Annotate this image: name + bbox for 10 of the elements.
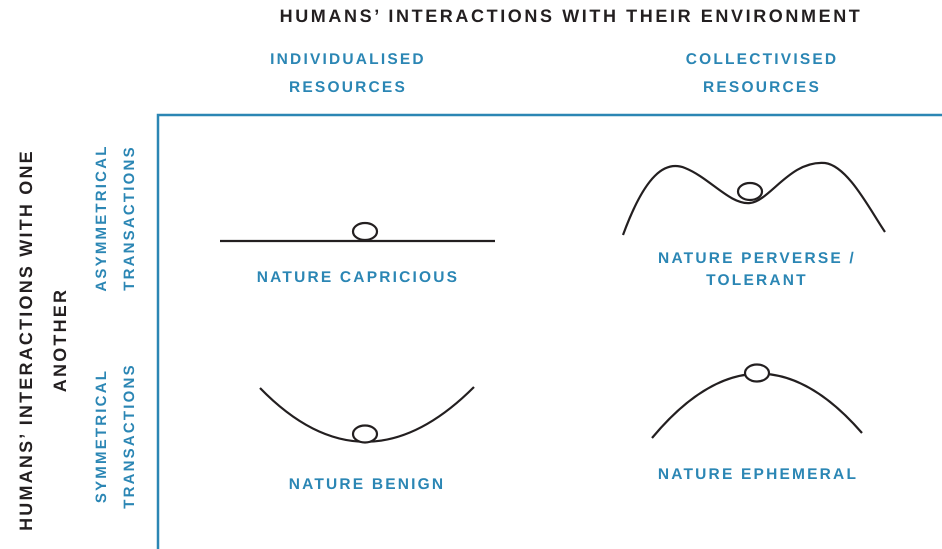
axis-title: HUMANS’ INTERACTIONS WITH ONE ANOTHER [15,148,71,533]
drawing-caption: NATURE EPHEMERAL [656,465,860,485]
row-heading: SYMMETRICAL TRANSACTIONS [92,362,139,511]
diagram-title: HUMANS’ INTERACTIONS WITH THEIR ENVIRONMENT [278,6,864,27]
column-heading: INDIVIDUALISED RESOURCES [269,50,427,98]
column-heading: COLLECTIVISED RESOURCES [684,50,840,98]
row-heading: ASYMMETRICAL TRANSACTIONS [92,143,139,294]
drawing-caption: NATURE CAPRICIOUS [256,268,460,288]
drawing-caption: NATURE BENIGN [288,475,446,495]
drawing-caption: NATURE PERVERSE / TOLERANT [657,249,857,291]
